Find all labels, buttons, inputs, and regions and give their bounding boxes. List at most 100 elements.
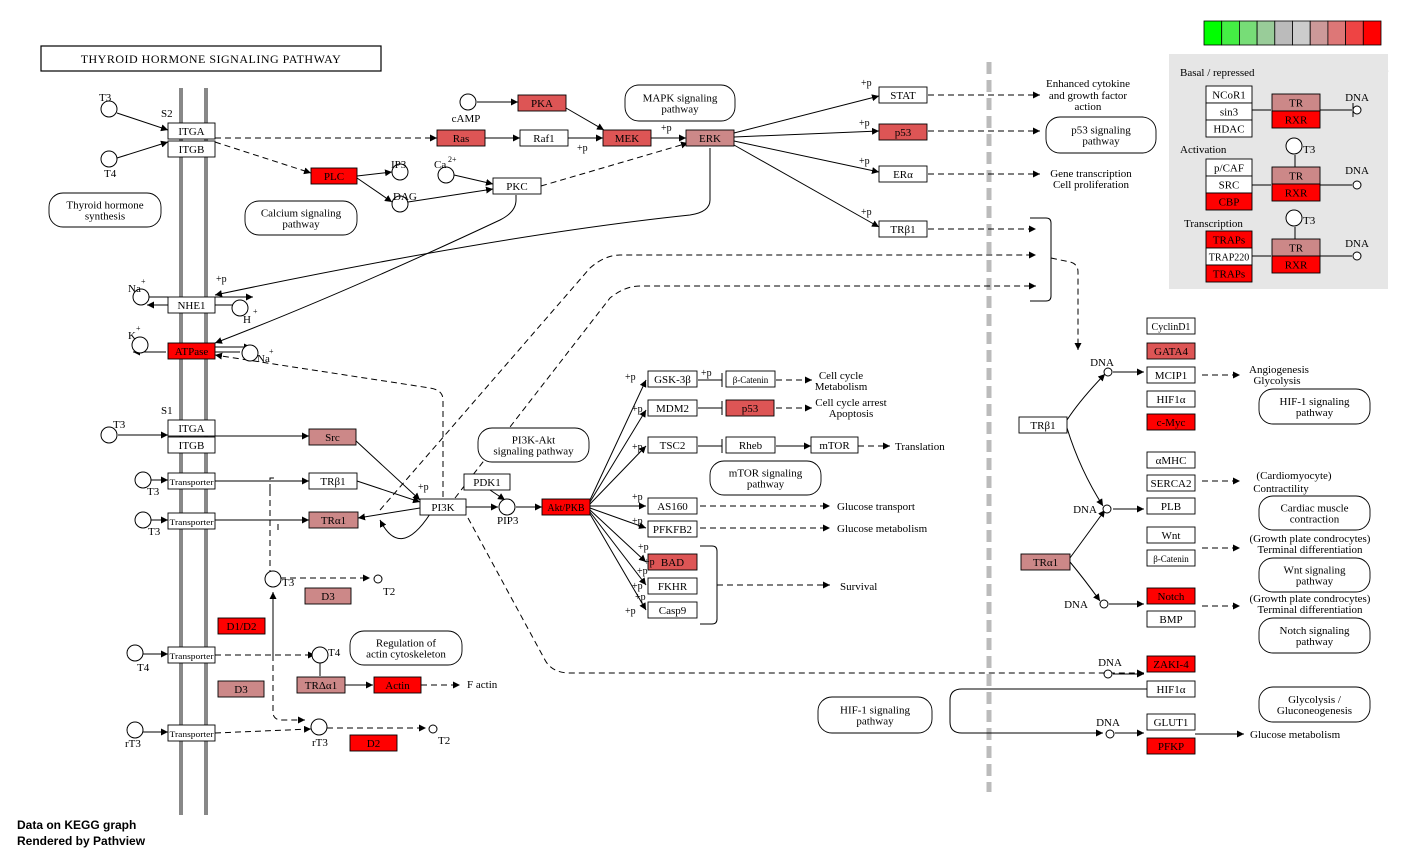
gene-trap220[interactable]: TRAP220 bbox=[1205, 247, 1253, 266]
gene-pdk1[interactable]: PDK1 bbox=[463, 473, 511, 491]
gene-mtor[interactable]: mTOR bbox=[810, 436, 859, 454]
gene-trb1_top[interactable]: TRβ1 bbox=[878, 220, 928, 238]
gene-gsk3b[interactable]: GSK-3β bbox=[647, 370, 698, 388]
gene-bcat_right[interactable]: β-Catenin bbox=[1146, 549, 1196, 567]
pathway-label: pathway bbox=[1296, 407, 1334, 419]
gene-rxr_3[interactable]: RXR bbox=[1271, 255, 1321, 274]
gene-casp9[interactable]: Casp9 bbox=[647, 601, 698, 619]
gene-bmp[interactable]: BMP bbox=[1146, 610, 1196, 628]
gene-glut1[interactable]: GLUT1 bbox=[1146, 713, 1196, 731]
pathway-glyco[interactable]: Glycolysis /Gluconeogenesis bbox=[1258, 686, 1371, 723]
gene-d2[interactable]: D2 bbox=[349, 734, 398, 752]
gene-d3_b[interactable]: D3 bbox=[217, 680, 265, 698]
gene-cbp[interactable]: CBP bbox=[1205, 192, 1253, 211]
gene-p53_top[interactable]: p53 bbox=[878, 123, 928, 141]
label-cc_metab1: Cell cycle bbox=[819, 370, 863, 382]
gene-box bbox=[519, 129, 569, 147]
gene-tr_1[interactable]: TR bbox=[1271, 93, 1321, 112]
gene-tra1_mid[interactable]: TRα1 bbox=[308, 511, 359, 529]
gene-transporter2[interactable]: Transporter bbox=[167, 512, 216, 530]
gene-tra1_right[interactable]: TRα1 bbox=[1020, 553, 1071, 571]
gene-d3_a[interactable]: D3 bbox=[304, 587, 352, 605]
gene-serca2[interactable]: SERCA2 bbox=[1146, 474, 1196, 492]
gene-aktpkb[interactable]: Akt/PKB bbox=[541, 498, 591, 516]
gene-rxr_2[interactable]: RXR bbox=[1271, 183, 1321, 202]
gene-itga_mid[interactable]: ITGA bbox=[167, 419, 216, 437]
gene-mdm2[interactable]: MDM2 bbox=[647, 399, 698, 417]
gene-notch[interactable]: Notch bbox=[1146, 587, 1196, 605]
gene-itga_top[interactable]: ITGA bbox=[167, 122, 216, 140]
gene-p53_mid[interactable]: p53 bbox=[725, 399, 775, 417]
gene-nhe1[interactable]: NHE1 bbox=[167, 296, 216, 314]
gene-actin[interactable]: Actin bbox=[373, 676, 422, 694]
gene-pka[interactable]: PKA bbox=[517, 94, 567, 112]
gene-gata4[interactable]: GATA4 bbox=[1146, 342, 1196, 360]
gene-erk[interactable]: ERK bbox=[685, 129, 735, 147]
gene-trda1[interactable]: TRΔα1 bbox=[296, 676, 346, 694]
label-camp: cAMP bbox=[452, 113, 481, 125]
gene-pi3k[interactable]: PI3K bbox=[419, 498, 467, 516]
gene-pfkp[interactable]: PFKP bbox=[1146, 737, 1196, 755]
gene-trb1_right[interactable]: TRβ1 bbox=[1018, 416, 1068, 434]
gene-tr_3[interactable]: TR bbox=[1271, 238, 1321, 257]
gene-tsc2[interactable]: TSC2 bbox=[647, 436, 698, 454]
title-box bbox=[40, 45, 382, 72]
gene-ccnd1[interactable]: CyclinD1 bbox=[1146, 317, 1196, 335]
gene-bad[interactable]: BAD bbox=[647, 553, 698, 571]
gene-hdac[interactable]: HDAC bbox=[1205, 119, 1253, 138]
gene-zakil4[interactable]: ZAKI-4 bbox=[1146, 655, 1196, 673]
gene-pcaf[interactable]: p/CAF bbox=[1205, 158, 1253, 177]
gene-trb1_mid[interactable]: TRβ1 bbox=[308, 472, 358, 490]
gene-traps_b[interactable]: TRAPs bbox=[1205, 264, 1253, 283]
gene-plb[interactable]: PLB bbox=[1146, 497, 1196, 515]
gene-raf1[interactable]: Raf1 bbox=[519, 129, 569, 147]
gene-wnt[interactable]: Wnt bbox=[1146, 526, 1196, 544]
gene-transporter4[interactable]: Transporter bbox=[167, 724, 216, 742]
gene-box bbox=[725, 370, 776, 388]
gene-itgb_mid[interactable]: ITGB bbox=[167, 436, 216, 454]
gene-hif1a_a[interactable]: HIF1α bbox=[1146, 390, 1196, 408]
gene-rheb[interactable]: Rheb bbox=[725, 436, 776, 454]
gene-bcat_mid[interactable]: β-Catenin bbox=[725, 370, 776, 388]
gene-stat[interactable]: STAT bbox=[878, 86, 928, 104]
gene-as160[interactable]: AS160 bbox=[647, 497, 698, 515]
gene-pfkfb2[interactable]: PFKFB2 bbox=[647, 520, 698, 538]
gene-ras[interactable]: Ras bbox=[436, 129, 486, 147]
gene-sin3[interactable]: sin3 bbox=[1205, 102, 1253, 121]
gene-amhc[interactable]: αMHC bbox=[1146, 451, 1196, 469]
gene-fkhr[interactable]: FKHR bbox=[647, 577, 698, 595]
gene-d1d2[interactable]: D1/D2 bbox=[217, 617, 266, 635]
label-p_15: +p bbox=[637, 566, 648, 577]
gene-mek[interactable]: MEK bbox=[602, 129, 652, 147]
gene-rxr_1[interactable]: RXR bbox=[1271, 110, 1321, 129]
gene-transporter1[interactable]: Transporter bbox=[167, 472, 216, 490]
gene-atpase[interactable]: ATPase bbox=[167, 342, 216, 360]
gene-transporter3[interactable]: Transporter bbox=[167, 646, 216, 664]
gene-plc[interactable]: PLC bbox=[310, 167, 358, 185]
gene-itgb_top[interactable]: ITGB bbox=[167, 140, 216, 158]
gene-mcip1[interactable]: MCIP1 bbox=[1146, 366, 1196, 384]
gene-era[interactable]: ERα bbox=[878, 165, 928, 183]
label-dag: DAG bbox=[393, 191, 417, 203]
gene-src[interactable]: Src bbox=[308, 428, 357, 446]
gene-ncor1[interactable]: NCoR1 bbox=[1205, 85, 1253, 104]
gene-pkc[interactable]: PKC bbox=[492, 177, 542, 195]
gene-hif1a_b[interactable]: HIF1α bbox=[1146, 680, 1196, 698]
gene-tr_2[interactable]: TR bbox=[1271, 166, 1321, 185]
gene-cmyc[interactable]: c-Myc bbox=[1146, 413, 1196, 431]
gene-src_box[interactable]: SRC bbox=[1205, 175, 1253, 194]
gene-traps_a[interactable]: TRAPs bbox=[1205, 230, 1253, 249]
